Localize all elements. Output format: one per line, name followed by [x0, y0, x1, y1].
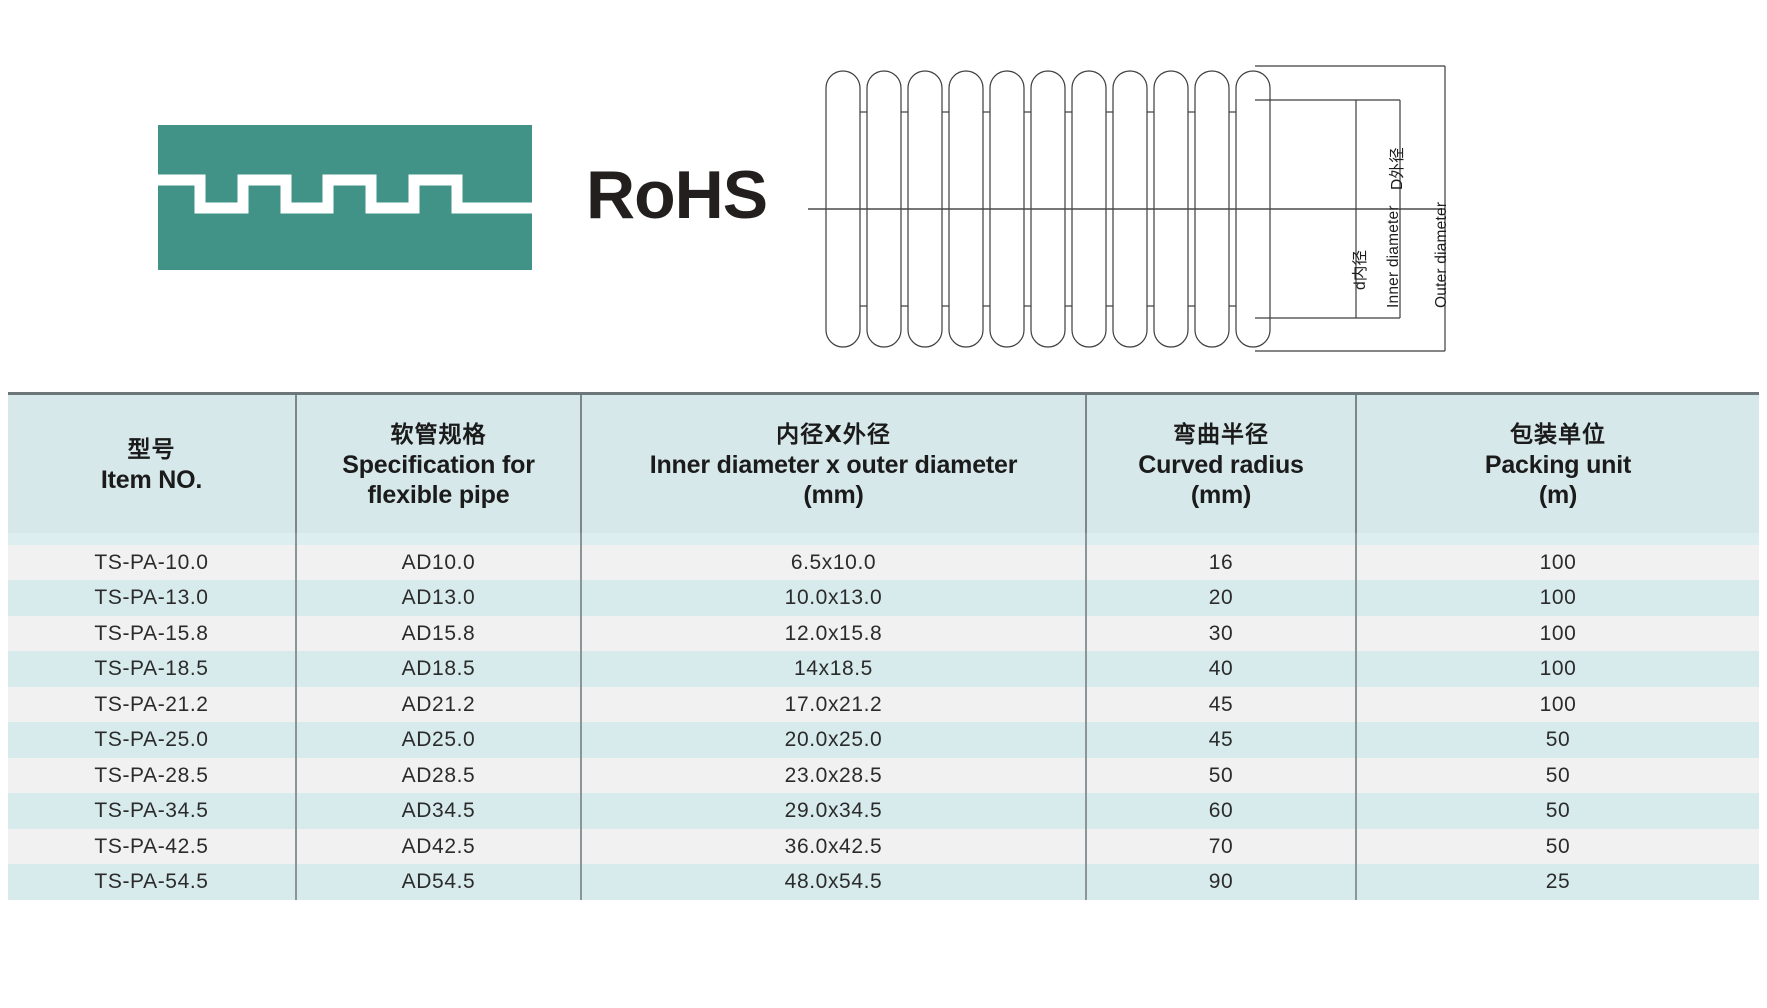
cell-curved-radius: 90 [1085, 864, 1356, 900]
cell-item-no: TS-PA-10.0 [8, 544, 296, 581]
cell-curved-radius: 45 [1085, 722, 1356, 758]
spacer-cell [580, 532, 1086, 545]
table-header-spacer [8, 532, 1759, 545]
cell-packing-unit: 100 [1355, 686, 1759, 723]
cell-inner-outer-diameter: 12.0x15.8 [580, 615, 1086, 652]
cell-packing-unit: 50 [1355, 828, 1759, 865]
spacer-cell [1355, 532, 1759, 545]
label-inner-diameter-cn: d内径 [1352, 249, 1369, 290]
label-outer-diameter-cn: D外径 [1389, 147, 1406, 190]
cell-item-no: TS-PA-25.0 [8, 722, 296, 758]
cell-curved-radius: 45 [1085, 686, 1356, 723]
cell-item-no: TS-PA-13.0 [8, 580, 296, 616]
column-header-en: Packing unit [1484, 450, 1632, 479]
column-header-packing-unit: 包装单位 Packing unit (m) [1355, 391, 1759, 533]
cell-specification: AD28.5 [295, 757, 581, 794]
cell-packing-unit: 100 [1355, 651, 1759, 687]
cell-inner-outer-diameter: 17.0x21.2 [580, 686, 1086, 723]
spacer-cell [295, 532, 581, 545]
column-header-item-no: 型号 Item NO. [8, 391, 296, 533]
cell-curved-radius: 70 [1085, 828, 1356, 865]
cell-packing-unit: 50 [1355, 722, 1759, 758]
cell-packing-unit: 100 [1355, 615, 1759, 652]
cell-curved-radius: 60 [1085, 793, 1356, 829]
cell-specification: AD42.5 [295, 828, 581, 865]
column-header-cn: 型号 [127, 437, 176, 464]
cell-specification: AD13.0 [295, 580, 581, 616]
cell-packing-unit: 50 [1355, 793, 1759, 829]
cell-curved-radius: 30 [1085, 615, 1356, 652]
cell-inner-outer-diameter: 36.0x42.5 [580, 828, 1086, 865]
header-graphics-area: RoHS [0, 0, 1767, 430]
column-header-en: Curved radius [1138, 450, 1304, 479]
pipe-diagram: d内径 Inner diameter D外径 Outer diameter [800, 40, 1480, 370]
cell-specification: AD21.2 [295, 686, 581, 723]
column-header-specification: 软管规格 Specification for flexible pipe [295, 391, 581, 533]
cell-item-no: TS-PA-18.5 [8, 651, 296, 687]
cell-item-no: TS-PA-28.5 [8, 757, 296, 794]
cell-inner-outer-diameter: 48.0x54.5 [580, 864, 1086, 900]
rohs-wordmark: RoHS [586, 156, 768, 233]
rohs-square-wave-mark-icon [158, 125, 532, 270]
column-header-cn: 软管规格 [390, 422, 487, 448]
column-header-cn: 弯曲半径 [1173, 422, 1269, 448]
cell-item-no: TS-PA-34.5 [8, 793, 296, 829]
cell-inner-outer-diameter: 23.0x28.5 [580, 757, 1086, 794]
cell-packing-unit: 25 [1355, 864, 1759, 900]
specification-table: 型号 Item NO. 软管规格 Specification for flexi… [8, 391, 1759, 900]
column-header-en: Specification for flexible pipe [342, 450, 535, 510]
cell-specification: AD10.0 [295, 544, 581, 581]
cell-inner-outer-diameter: 20.0x25.0 [580, 722, 1086, 758]
rohs-logo: RoHS [158, 125, 768, 270]
column-header-en: Item NO. [100, 466, 203, 494]
cell-curved-radius: 50 [1085, 757, 1356, 794]
cell-item-no: TS-PA-54.5 [8, 864, 296, 900]
cell-packing-unit: 100 [1355, 544, 1759, 581]
cell-item-no: TS-PA-42.5 [8, 828, 296, 865]
cell-curved-radius: 16 [1085, 544, 1356, 581]
cell-packing-unit: 100 [1355, 580, 1759, 616]
cell-inner-outer-diameter: 29.0x34.5 [580, 793, 1086, 829]
column-header-en: Inner diameter x outer diameter [649, 450, 1018, 479]
label-outer-diameter-en: Outer diameter [1433, 201, 1450, 308]
cell-packing-unit: 50 [1355, 757, 1759, 794]
spacer-cell [1085, 532, 1356, 545]
cell-item-no: TS-PA-21.2 [8, 686, 296, 723]
cell-specification: AD25.0 [295, 722, 581, 758]
cell-inner-outer-diameter: 6.5x10.0 [580, 544, 1086, 581]
cell-curved-radius: 20 [1085, 580, 1356, 616]
column-header-inner-outer-diameter: 内径X外径 Inner diameter x outer diameter (m… [580, 391, 1086, 533]
cell-inner-outer-diameter: 14x18.5 [580, 651, 1086, 687]
table-header-row: 型号 Item NO. 软管规格 Specification for flexi… [8, 391, 1759, 533]
column-header-cn: 包装单位 [1510, 422, 1606, 448]
column-header-curved-radius: 弯曲半径 Curved radius (mm) [1085, 391, 1356, 533]
cell-item-no: TS-PA-15.8 [8, 615, 296, 652]
cell-specification: AD15.8 [295, 615, 581, 652]
cell-specification: AD34.5 [295, 793, 581, 829]
cell-specification: AD18.5 [295, 651, 581, 687]
cell-curved-radius: 40 [1085, 651, 1356, 687]
column-header-unit: (mm) [1190, 481, 1252, 510]
column-header-unit: (mm) [803, 481, 864, 510]
column-header-unit: (m) [1538, 481, 1578, 510]
cell-inner-outer-diameter: 10.0x13.0 [580, 580, 1086, 616]
column-header-cn: 内径X外径 [776, 422, 891, 448]
cell-specification: AD54.5 [295, 864, 581, 900]
label-inner-diameter-en: Inner diameter [1385, 205, 1402, 308]
spacer-cell [8, 532, 296, 545]
